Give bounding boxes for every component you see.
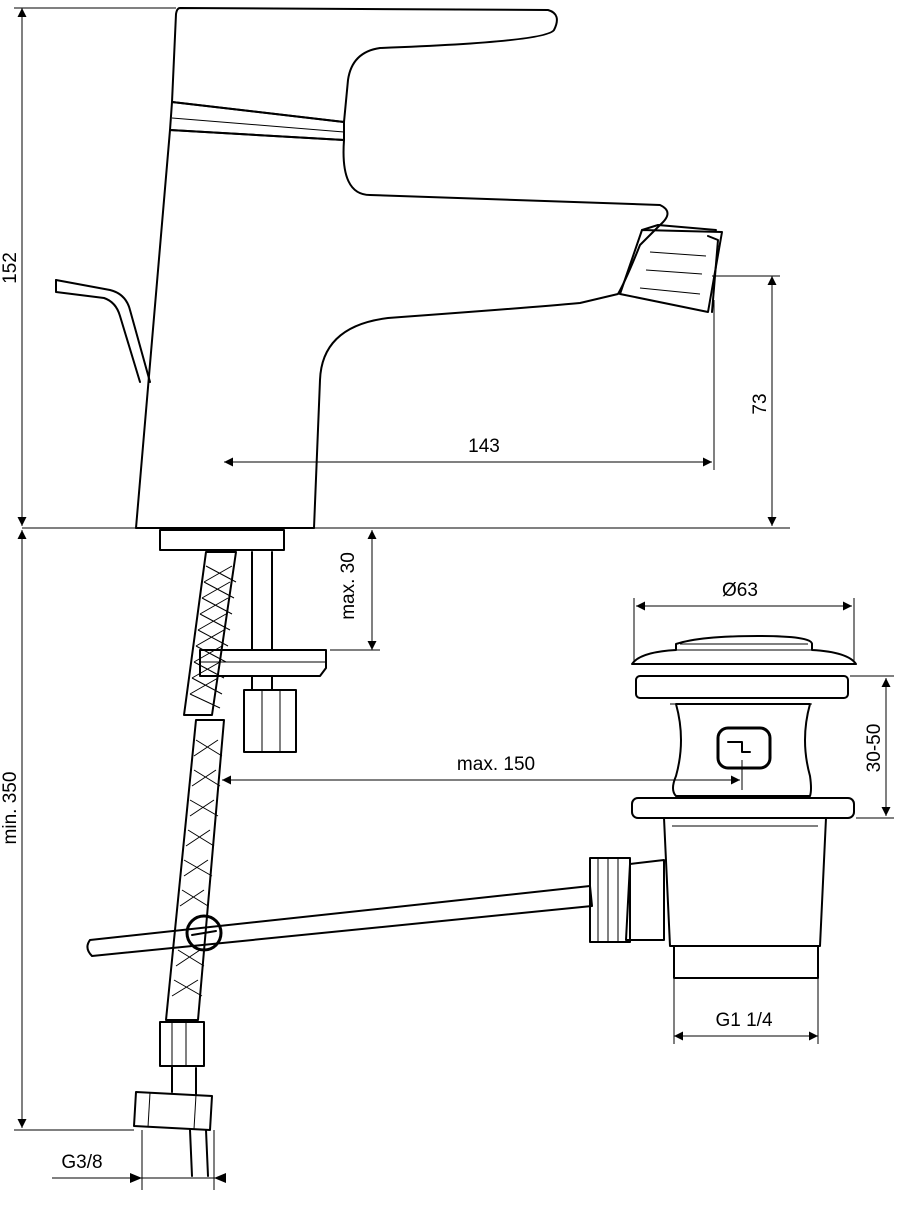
- dim-g3-8-label: G3/8: [61, 1152, 102, 1173]
- dimension-lines: [14, 7, 894, 1190]
- dim-min350-label: min. 350: [0, 772, 21, 845]
- dim-max150-label: max. 150: [457, 754, 535, 775]
- mounting-assembly: [199, 551, 327, 753]
- waste-assembly: [589, 635, 857, 979]
- flexible-hose: [133, 551, 237, 1177]
- dim-152-label: 152: [0, 252, 21, 284]
- pop-up-rod: [86, 885, 593, 957]
- dim-diameter-63-label: Ø63: [722, 580, 758, 601]
- pop-up-lever: [55, 279, 151, 383]
- dim-30-50-label: 30-50: [864, 724, 885, 773]
- dim-73-label: 73: [750, 393, 771, 414]
- dim-g1-1-4-label: G1 1/4: [715, 1010, 772, 1031]
- faucet-body: [135, 7, 723, 551]
- dim-max30-label: max. 30: [338, 552, 359, 620]
- dim-143-label: 143: [468, 436, 500, 457]
